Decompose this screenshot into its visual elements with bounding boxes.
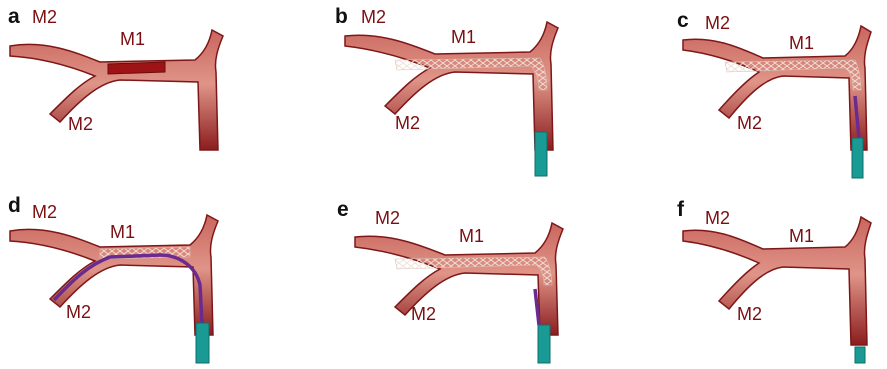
catheter [855, 347, 865, 363]
catheter [196, 323, 209, 363]
label-m1: M1 [789, 227, 814, 245]
panel-letter: c [677, 10, 689, 31]
panel-letter: e [337, 199, 349, 220]
label-m2-bottom: M2 [411, 305, 436, 323]
panel-letter: d [8, 195, 21, 216]
panel-e: e M2 M1 M2 [335, 185, 630, 369]
panel-b: b M2 M1 M2 [335, 0, 630, 184]
label-m1: M1 [110, 223, 135, 241]
label-m2-top: M2 [32, 203, 57, 221]
catheter [852, 138, 863, 178]
catheter [535, 132, 547, 176]
panel-letter: f [677, 199, 684, 220]
label-m2-top: M2 [705, 14, 730, 32]
label-m2-top: M2 [32, 8, 57, 26]
panel-d: d M2 M1 M2 [0, 185, 295, 369]
label-m2-top: M2 [705, 209, 730, 227]
label-m2-bottom: M2 [68, 115, 93, 133]
label-m2-bottom: M2 [395, 114, 420, 132]
catheter [538, 325, 550, 363]
panel-letter: a [8, 6, 20, 27]
label-m2-bottom: M2 [737, 305, 762, 323]
label-m1: M1 [451, 28, 476, 46]
label-m1: M1 [459, 227, 484, 245]
panel-letter: b [335, 6, 348, 27]
label-m2-top: M2 [361, 8, 386, 26]
label-m2-top: M2 [375, 209, 400, 227]
vessel-diagram-a [0, 0, 295, 184]
vessel-outline [10, 30, 223, 150]
vessel-outline [683, 217, 871, 345]
vessel-outline [683, 26, 871, 150]
label-m1: M1 [120, 30, 145, 48]
panel-a: a M2 M1 M2 [0, 0, 295, 184]
label-m1: M1 [789, 34, 814, 52]
thrombus-clot [108, 62, 165, 74]
label-m2-bottom: M2 [66, 303, 91, 321]
vessel-diagram-b [335, 0, 630, 184]
label-m2-bottom: M2 [737, 114, 762, 132]
panel-f: f M2 M1 M2 [675, 185, 887, 369]
panel-c: c M2 M1 M2 [675, 0, 887, 184]
